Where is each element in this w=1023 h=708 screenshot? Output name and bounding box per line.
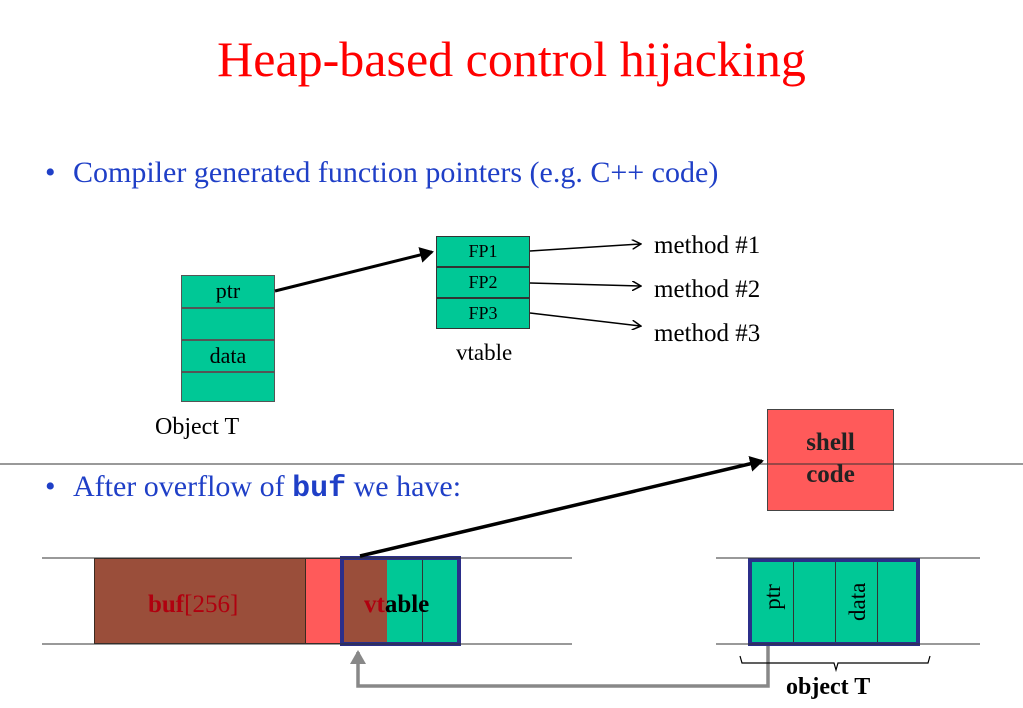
hijack-arrow [359, 455, 764, 558]
vtable-slot-label: vtable [364, 591, 429, 619]
method-1-label: method #1 [654, 232, 761, 259]
object-t-data-cell: data [181, 340, 275, 372]
shellcode-line1: shell [806, 429, 855, 456]
object-t-h-caption: object T [786, 674, 871, 700]
buf-label: buf[256] [148, 591, 238, 619]
shellcode-box: shell code [767, 409, 894, 511]
bullet2-suffix: we have: [346, 470, 462, 503]
overwritten-part [344, 560, 387, 642]
buf-name: buf [148, 591, 185, 618]
cell-divider [835, 562, 836, 642]
vtable-label-rest: able [384, 591, 430, 618]
bullet-compiler-fp: • Compiler generated function pointers (e… [45, 156, 718, 190]
fp3-arrow [529, 312, 640, 326]
object-t-brace [739, 655, 931, 673]
bullet2-prefix: After overflow of [73, 470, 293, 503]
vtable-entry-fp2: FP2 [436, 267, 530, 298]
slot-divider [422, 560, 423, 642]
ptr-to-vtable-arrow [274, 247, 434, 293]
overflow-region [306, 558, 340, 644]
object-t-ptr-cell: ptr [181, 275, 275, 308]
buf-region [94, 558, 306, 644]
bullet1-text: Compiler generated function pointers (e.… [73, 156, 719, 189]
vtable-entry-fp3: FP3 [436, 298, 530, 329]
vtable-entry-fp1: FP1 [436, 236, 530, 267]
object-t-caption: Object T [155, 414, 240, 440]
slide-title: Heap-based control hijacking [217, 31, 806, 87]
vtable-caption: vtable [456, 340, 513, 365]
object-t-empty-cell [181, 372, 275, 402]
shellcode-line2: code [806, 461, 855, 488]
vtable-label-red: vt [364, 591, 385, 618]
fp2-arrow [529, 283, 640, 286]
fp1-arrow [529, 244, 640, 252]
buf-size: [256] [184, 591, 239, 618]
cell-divider [877, 562, 878, 642]
bullet-dot: • [45, 470, 56, 503]
cell-divider [793, 562, 794, 642]
method-2-label: method #2 [654, 276, 761, 303]
bullet2-code: buf [292, 472, 347, 506]
object-ptr-arrow [350, 646, 770, 688]
object-t-empty-cell [181, 308, 275, 340]
bullet-dot: • [45, 156, 56, 189]
bullet-after-overflow: • After overflow of buf we have: [45, 470, 461, 506]
method-3-label: method #3 [654, 320, 761, 347]
